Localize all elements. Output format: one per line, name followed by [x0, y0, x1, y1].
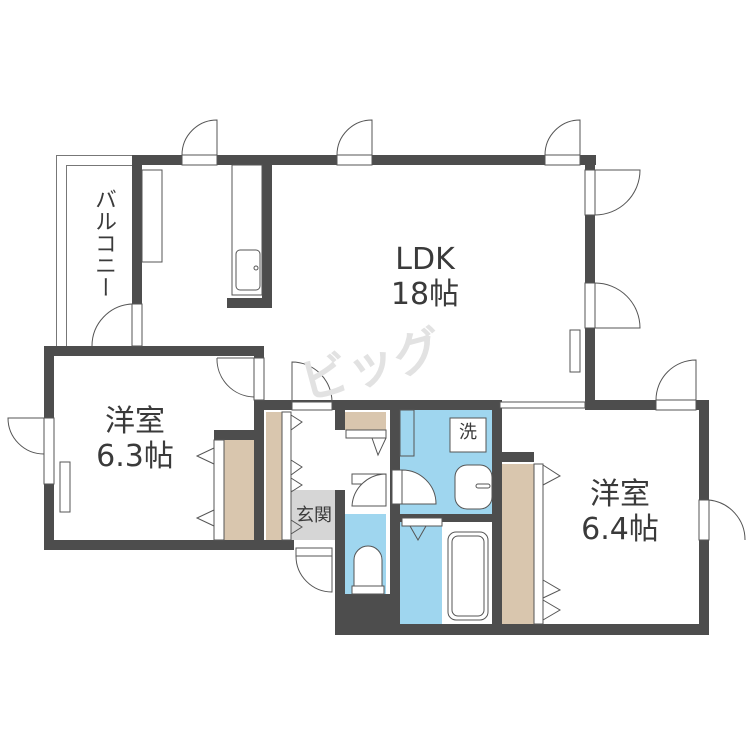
closet-room2 — [502, 464, 534, 624]
wall — [254, 400, 264, 550]
closet-storage — [344, 412, 386, 430]
bathroom — [400, 514, 442, 624]
balcony-label: バルコニー — [91, 188, 116, 298]
wall — [335, 400, 345, 430]
closet-hall — [266, 412, 282, 540]
room-size: 6.4帖 — [581, 511, 659, 547]
wall — [132, 155, 142, 348]
wall — [44, 346, 264, 356]
room-name: 洋室 — [590, 477, 650, 512]
wall — [227, 298, 272, 308]
ldk-label: LDK 18帖 — [370, 242, 480, 312]
room-name: 洋室 — [105, 404, 165, 439]
wall — [214, 430, 264, 440]
wall — [398, 514, 498, 522]
wall — [492, 452, 534, 462]
room-name: LDK — [395, 242, 455, 277]
western-room-2-label: 洋室 6.4帖 — [555, 477, 685, 547]
watermark: ビッグ — [295, 320, 449, 411]
wall — [585, 400, 709, 410]
wall — [585, 155, 595, 405]
laundry-label: 洗 — [459, 422, 477, 443]
wall — [44, 540, 294, 550]
western-room-1-label: 洋室 6.3帖 — [70, 404, 200, 474]
wall — [335, 624, 709, 635]
wall — [390, 400, 400, 635]
balcony-inner — [66, 165, 140, 347]
entrance-label: 玄関 — [296, 505, 332, 526]
wall — [262, 160, 272, 300]
wall — [335, 490, 345, 635]
room-size: 6.3帖 — [96, 438, 174, 474]
room-size: 18帖 — [390, 276, 460, 312]
closet-room1 — [224, 440, 256, 540]
entrance-floor — [291, 490, 335, 540]
wall — [254, 400, 500, 410]
